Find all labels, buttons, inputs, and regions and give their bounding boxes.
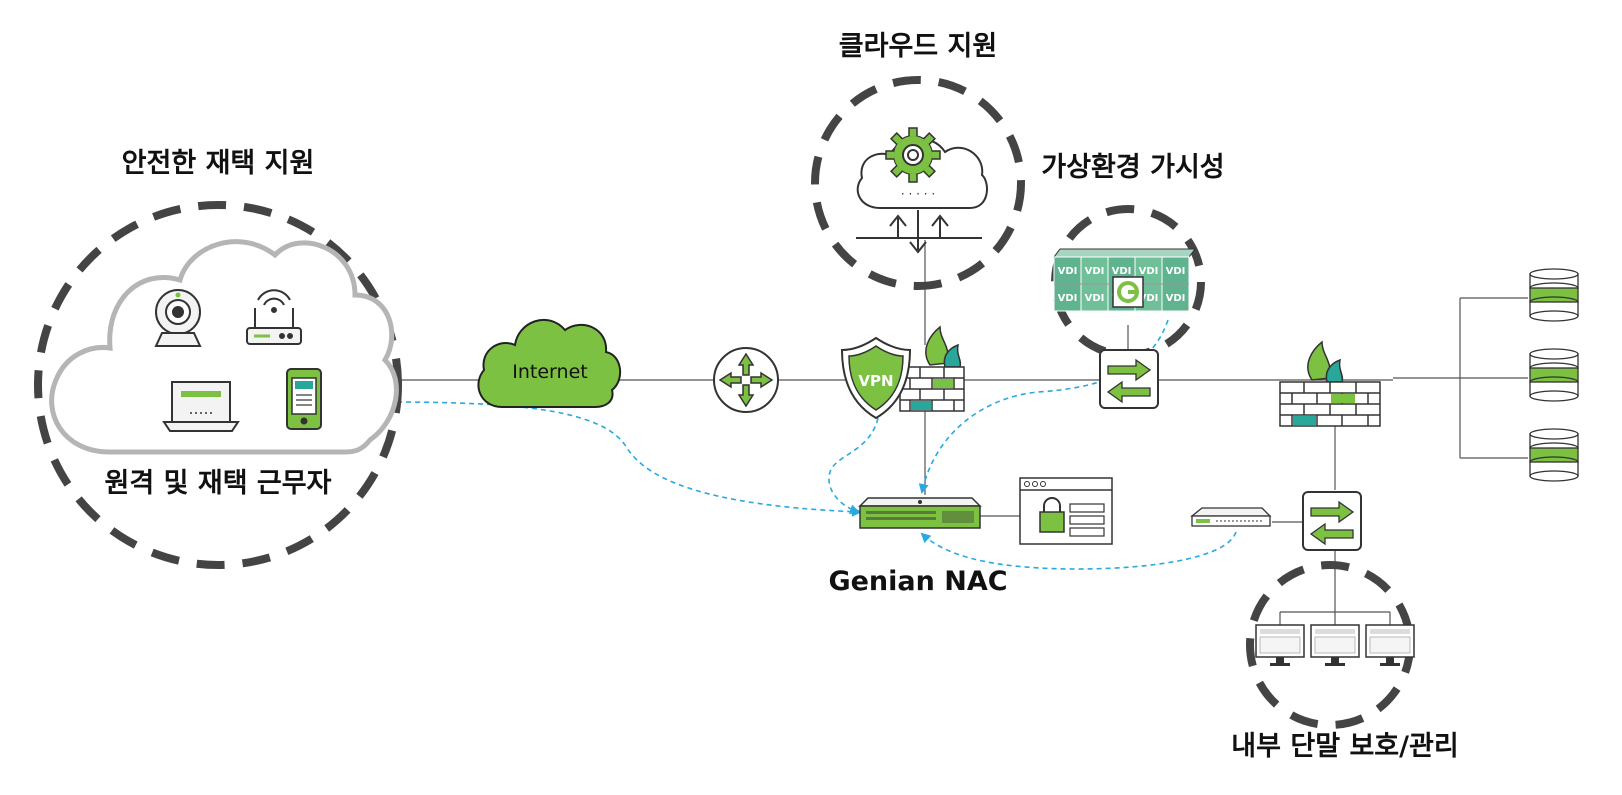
- vdi-tile: [1161, 256, 1190, 285]
- internet-cloud: Internet: [477, 319, 622, 408]
- label-virtual-visibility: 가상환경 가시성: [1041, 152, 1224, 183]
- genian-nac-appliance: Genian NAC: [828, 497, 1008, 597]
- svg-text:···: ···: [1550, 279, 1559, 289]
- vdi-tile-label: VDI: [1058, 266, 1078, 277]
- wifi-router-icon: [246, 289, 302, 345]
- firewall-icon: [1279, 340, 1381, 427]
- svg-text:···: ···: [1550, 293, 1559, 303]
- flow-vpn-to-nac: [828, 417, 879, 515]
- flow-remote-to-nac: [387, 401, 862, 517]
- label-genian-nac: Genian NAC: [828, 566, 1007, 597]
- svg-text:···: ···: [1550, 307, 1559, 317]
- cloud-dots: · · · · ·: [901, 187, 935, 201]
- virtual-visibility-cluster: 가상환경 가시성 VDIVDIVDIVDIVDIVDIVDIVDIVDIVDI: [1041, 152, 1225, 359]
- label-cloud-support: 클라우드 지원: [839, 31, 997, 62]
- updown-arrows-icon: [856, 210, 982, 254]
- vdi-tile-label: VDI: [1166, 293, 1186, 304]
- label-internet: Internet: [512, 361, 587, 383]
- cloud-dashed-ring: [811, 76, 1025, 290]
- label-remote-workers: 원격 및 재택 근무자: [105, 468, 332, 499]
- switch-icon: [1099, 349, 1159, 409]
- vdi-tile-label: VDI: [1166, 266, 1186, 277]
- database-group: ··· ··· ··· ··· ··· ··· ··· ··· ···: [1529, 268, 1579, 482]
- svg-text:···: ···: [1550, 373, 1559, 383]
- firewall-icon: [899, 325, 965, 412]
- vpn-shield-icon: VPN: [840, 336, 912, 420]
- svg-text:···: ···: [1550, 387, 1559, 397]
- vdi-tile-label: VDI: [1139, 266, 1159, 277]
- router-icon: [713, 347, 779, 413]
- genian-logo-icon: [1112, 276, 1144, 308]
- label-internal-endpoint: 내부 단말 보호/관리: [1231, 731, 1458, 762]
- vpn-label: VPN: [858, 372, 893, 390]
- vdi-tile-label: VDI: [1112, 266, 1132, 277]
- desktop-monitor-icon: [1365, 624, 1415, 666]
- desktop-monitor-icon: [1255, 624, 1305, 666]
- internet-cloud-icon: [477, 319, 622, 408]
- label-secure-remote-work: 안전한 재택 지원: [122, 148, 315, 179]
- internal-endpoint-cluster: 내부 단말 보호/관리: [1190, 507, 1459, 762]
- vdi-tile: [1080, 256, 1109, 285]
- cloud-support-cluster: 클라우드 지원 · · · · ·: [811, 31, 1025, 290]
- svg-text:···: ···: [1550, 467, 1559, 477]
- gear-icon: [885, 127, 941, 183]
- smartphone-icon: [286, 368, 322, 430]
- svg-text:···: ···: [1550, 453, 1559, 463]
- database-icon: ··· ··· ···: [1529, 268, 1579, 322]
- svg-text:···: ···: [1550, 359, 1559, 369]
- database-icon: ··· ··· ···: [1529, 428, 1579, 482]
- network-appliance-icon: [1190, 507, 1272, 527]
- vdi-tile-label: VDI: [1085, 293, 1105, 304]
- desktop-monitor-icon: [1310, 624, 1360, 666]
- vdi-grid: VDIVDIVDIVDIVDIVDIVDIVDIVDIVDI: [1053, 248, 1196, 312]
- security-policy-window-icon: [1019, 477, 1113, 545]
- database-icon: ··· ··· ···: [1529, 348, 1579, 402]
- laptop-icon: [162, 381, 240, 432]
- vdi-tile-label: VDI: [1058, 293, 1078, 304]
- switch-icon: [1302, 491, 1362, 551]
- svg-text:···: ···: [1550, 439, 1559, 449]
- server-appliance-icon: [858, 497, 982, 529]
- flow-endpoint-to-nac: [920, 531, 1237, 570]
- webcam-icon: [154, 289, 202, 347]
- workstation-group: [1255, 624, 1415, 666]
- remote-worker-cluster: 안전한 재택 지원: [34, 148, 402, 569]
- vdi-tile-label: VDI: [1085, 266, 1105, 277]
- vdi-tile-label: VDI: [1139, 293, 1159, 304]
